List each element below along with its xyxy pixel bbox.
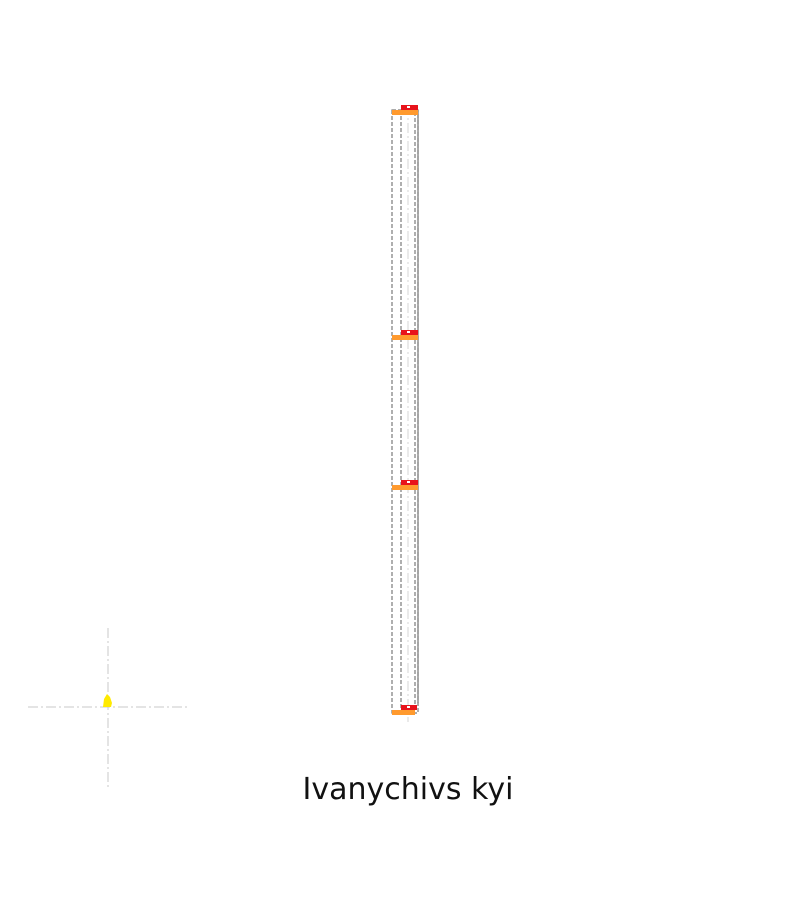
level-marker-upper-mid (392, 330, 418, 340)
column-outlines (391, 105, 419, 722)
cap-highlight (407, 706, 410, 708)
orange-plate (392, 110, 418, 115)
diagram-title: Ivanychivs kyi (302, 772, 514, 807)
cap-highlight (407, 331, 410, 333)
level-marker-lower-mid (392, 480, 418, 490)
origin-crosshair (28, 628, 188, 788)
outer-column-outline (391, 109, 419, 714)
cap-highlight (407, 106, 410, 108)
orange-plate (392, 485, 418, 490)
cap-highlight (407, 481, 410, 483)
yellow-marker-icon (103, 694, 112, 707)
orange-plate (392, 335, 418, 340)
level-marker-bottom (392, 705, 417, 715)
orange-plate (392, 710, 415, 715)
level-marker-top (392, 105, 418, 115)
